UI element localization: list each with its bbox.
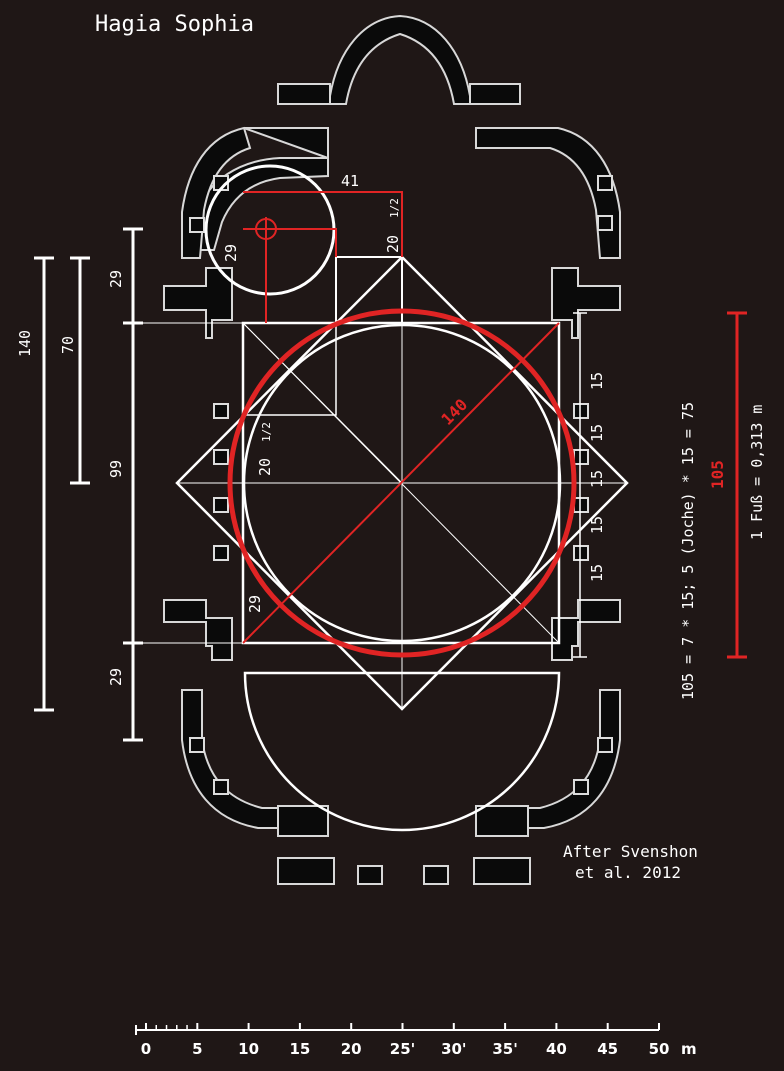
dim-label-41: 41 [341,172,359,190]
left-label-140: 140 [16,330,34,357]
dim-label-29-diag: 29 [246,595,264,613]
scale-label: 45 [597,1040,618,1058]
red-diagonal [242,322,560,644]
dim-label-20-top: 20 [384,235,402,253]
diagonal-line [242,322,403,484]
column [189,217,205,233]
diagram-title: Hagia Sophia [95,12,254,37]
narthex-block-3 [423,865,449,885]
bay-label: 15 [588,424,606,442]
red-bracket-top [243,191,403,257]
white-geometry [175,164,629,832]
dim-label-29-circle: 29 [222,244,240,262]
nw-pier [163,267,233,339]
ne-exedra [475,127,621,259]
scale-label: 15 [289,1040,310,1058]
column [213,779,229,795]
se-pier [551,599,621,661]
bay-label: 15 [588,564,606,582]
scale-label: 5 [192,1040,202,1058]
scale-bar: 0 5 10 15 20 25' 30' 35' 40 45 50 m [135,1023,697,1058]
se-wall [475,805,529,837]
column [597,737,613,753]
scale-label: 30' [441,1040,466,1058]
column [213,403,229,419]
column [597,215,613,231]
ne-pier [551,267,621,339]
upper-square [335,256,403,324]
inner-circle [242,323,562,643]
column [573,779,589,795]
dim-label-20-mid: 20 [256,458,274,476]
inner-rectangle [243,323,337,416]
scale-label: 10 [238,1040,259,1058]
column [573,497,589,513]
left-label-99: 99 [107,460,125,478]
scale-label: 40 [546,1040,567,1058]
scale-unit: m [681,1040,697,1058]
scale-label: 50 [649,1040,670,1058]
column [573,449,589,465]
narthex-block-1 [277,857,335,885]
north-apse [277,14,521,105]
scale-label: 20 [341,1040,362,1058]
column [597,175,613,191]
narthex-block-4 [473,857,531,885]
red-scale-bar [727,311,747,659]
credit-line-1: After Svenshon [563,842,698,861]
narthex-block-2 [357,865,383,885]
column [573,545,589,561]
left-label-29-bottom: 29 [107,668,125,686]
left-dimension-bars [34,227,143,742]
dim-label-half-mid: 1/2 [260,422,273,442]
sw-pier [163,599,233,661]
bay-label: 15 [588,470,606,488]
formula-text: 105 = 7 * 15; 5 (Joche) * 15 = 75 [679,402,697,700]
red-geometry [227,191,577,658]
red-circle [227,308,577,658]
sw-wall [277,805,329,837]
bay-label: 15 [588,372,606,390]
red-diagonal-label: 140 [437,395,471,429]
dim-label-half-top: 1/2 [388,198,401,218]
column [213,449,229,465]
bay-label: 15 [588,516,606,534]
left-tick-links [143,322,243,644]
scale-label: 25' [390,1040,415,1058]
left-label-29-top: 29 [107,270,125,288]
scale-label: 35' [492,1040,517,1058]
south-hemicycle [243,671,561,832]
red-bar-label: 105 [708,460,727,489]
column [573,403,589,419]
bay-labels: 15 15 15 15 15 [588,372,606,582]
column [189,737,205,753]
foot-conversion: 1 Fuß = 0,313 m [748,405,766,540]
scale-label: 0 [141,1040,151,1058]
column [213,497,229,513]
column [213,545,229,561]
left-label-70: 70 [59,336,77,354]
credit-line-2: et al. 2012 [575,863,681,882]
